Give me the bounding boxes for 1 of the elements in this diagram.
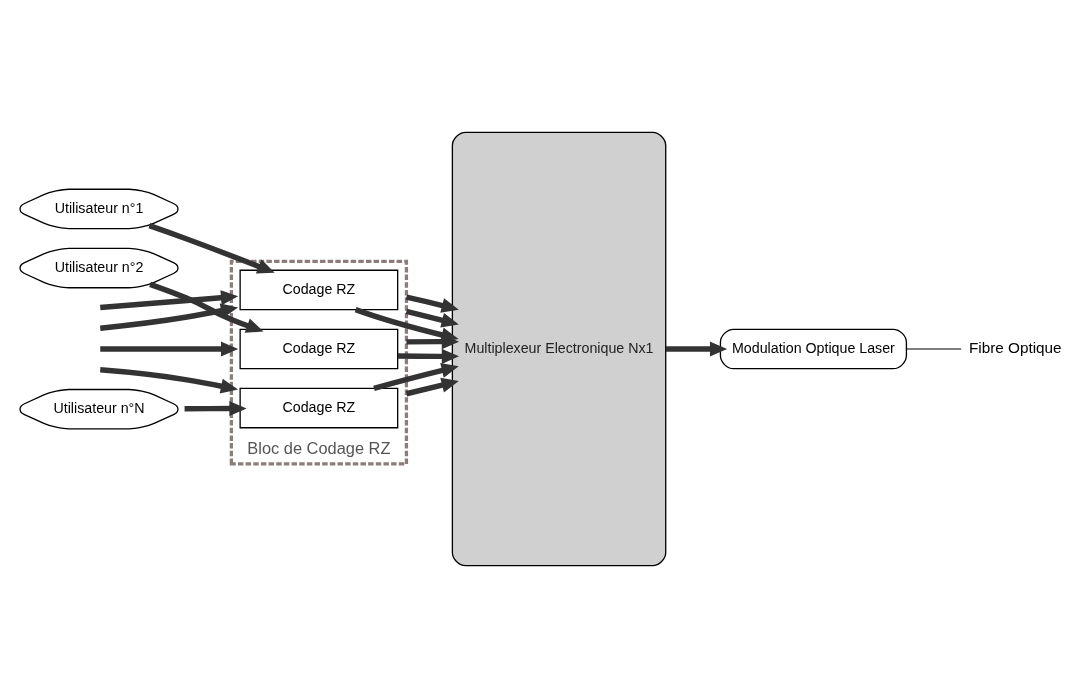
node-text: Fibre Optique <box>968 339 1062 357</box>
